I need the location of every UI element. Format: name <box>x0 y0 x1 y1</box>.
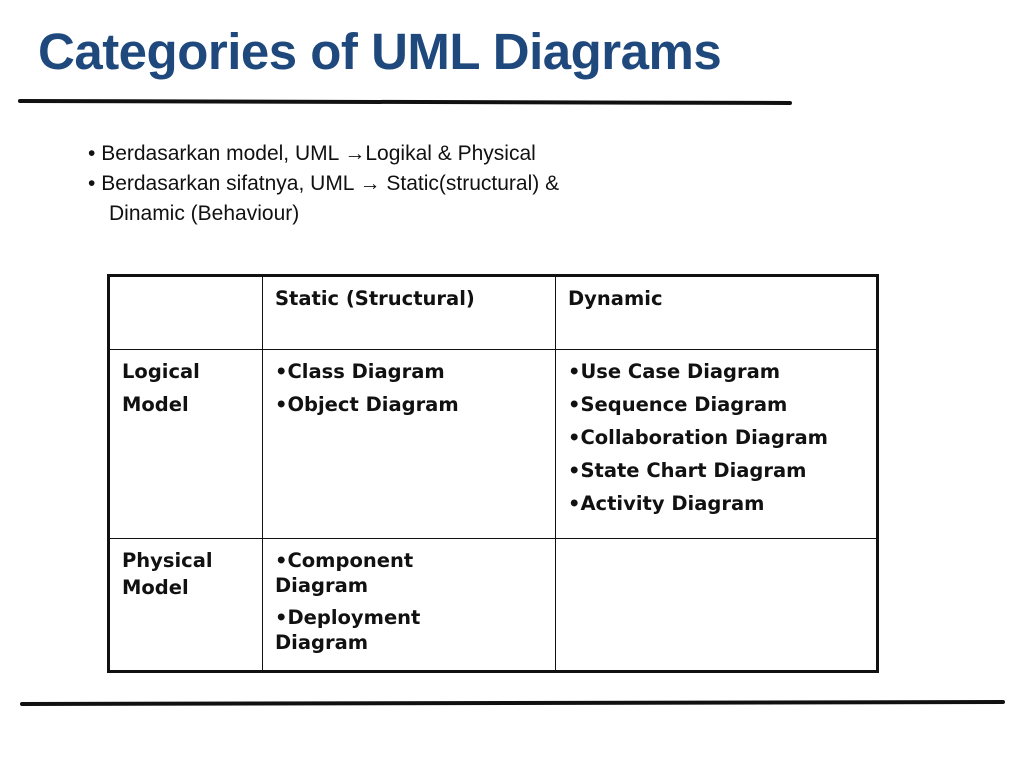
row-label-line: Model <box>122 576 189 599</box>
cell-physical-static: •Component Diagram •Deployment Diagram <box>262 538 556 672</box>
cell-physical-dynamic-empty <box>555 538 878 672</box>
diagram-list-item: •State Chart Diagram <box>568 459 807 482</box>
uml-categories-table: Static (Structural) Dynamic Logical Mode… <box>107 274 879 673</box>
diagram-list-item: •Object Diagram <box>275 393 459 416</box>
row-label-physical-model: Physical Model <box>108 538 263 672</box>
row-label-line: Logical <box>122 360 200 383</box>
diagram-list-item: •Component Diagram <box>275 549 414 597</box>
bullet-text: Berdasarkan model, UML <box>101 142 345 165</box>
diagram-list-item: •Sequence Diagram <box>568 393 788 416</box>
diagram-list-item: •Collaboration Diagram <box>568 426 828 449</box>
table-row-physical: Physical Model •Component Diagram •Deplo… <box>108 538 878 672</box>
diagram-list-item: •Use Case Diagram <box>568 360 781 383</box>
footer-divider <box>19 699 1006 707</box>
right-arrow-icon: → <box>359 172 381 195</box>
bullet-text: Logikal & Physical <box>365 142 536 165</box>
row-label-logical-model: Logical Model <box>108 349 263 539</box>
row-label-line: Physical <box>122 549 213 572</box>
bullet-text: Static(structural) & <box>380 172 560 195</box>
table-header-empty <box>108 275 263 350</box>
row-label-line: Model <box>122 393 189 416</box>
bullet-text: Berdasarkan sifatnya, UML <box>101 172 360 195</box>
bullet-item: • Berdasarkan sifatnya, UML → Static(str… <box>88 169 559 199</box>
diagram-list-item: •Deployment Diagram <box>275 606 421 654</box>
table-row-logical: Logical Model •Class Diagram •Object Dia… <box>108 349 878 539</box>
right-arrow-icon: → <box>344 142 366 165</box>
bullet-marker: • <box>88 142 96 165</box>
diagram-list-item: •Activity Diagram <box>568 492 765 515</box>
cell-logical-static: •Class Diagram •Object Diagram <box>262 349 556 539</box>
bullet-continuation: Dinamic (Behaviour) <box>109 202 300 225</box>
table-header-dynamic: Dynamic <box>555 275 878 350</box>
cell-logical-dynamic: •Use Case Diagram •Sequence Diagram •Col… <box>555 349 878 539</box>
diagram-list-item: •Class Diagram <box>275 360 445 383</box>
table-header-row: Static (Structural) Dynamic <box>108 275 878 350</box>
bullet-item: • Berdasarkan model, UML →Logikal & Phys… <box>88 139 559 169</box>
table-header-static: Static (Structural) <box>262 275 556 350</box>
bullet-marker: • <box>88 172 96 195</box>
bullet-list: • Berdasarkan model, UML →Logikal & Phys… <box>88 139 559 229</box>
slide-title: Categories of UML Diagrams <box>38 23 722 80</box>
title-divider <box>17 98 793 106</box>
